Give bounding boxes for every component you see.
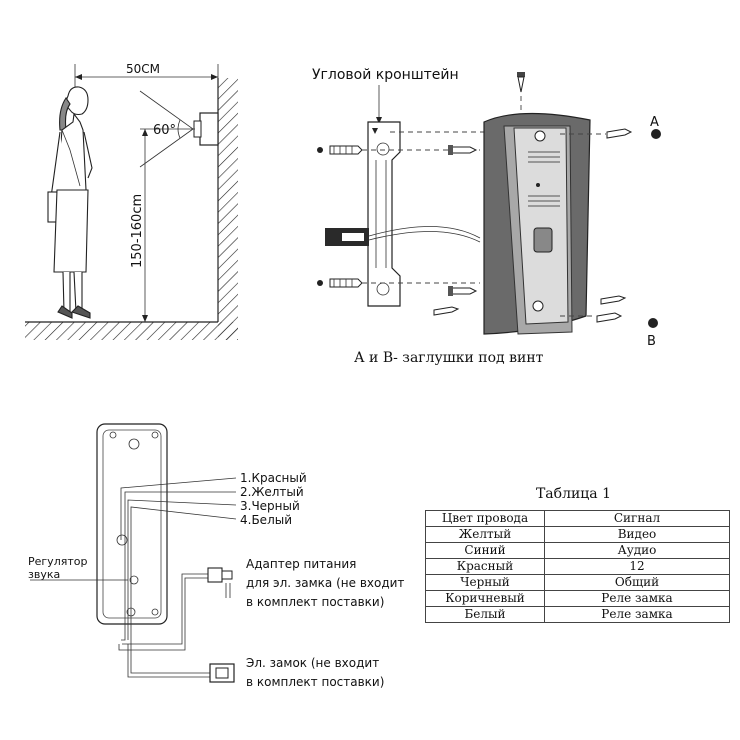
adapter-label-line2: для эл. замка (не входит <box>246 576 404 590</box>
table-row: Коричневый Реле замка <box>425 590 730 607</box>
angle-label: 60° <box>153 123 176 138</box>
signal-cell: Реле замка <box>544 590 730 607</box>
wire-color-cell: Черный <box>425 574 545 591</box>
signal-cell: Реле замка <box>544 606 730 623</box>
distance-label: 50СМ <box>126 62 160 76</box>
mounting-height-figure: 60° 50СМ 150-160cm <box>25 62 238 340</box>
screw-top <box>448 145 478 155</box>
volume-regulator <box>129 575 139 585</box>
screw-lower-left <box>433 306 460 316</box>
screw-bottom <box>448 286 478 296</box>
wire-label-3: 3.Черный <box>240 499 300 513</box>
electric-lock <box>127 644 235 683</box>
bracket-caption: А и В- заглушки под винт <box>354 350 544 366</box>
table-row: Белый Реле замка <box>425 606 730 623</box>
screw-vertical-top <box>517 72 525 93</box>
wall-anchor-bottom <box>317 278 363 288</box>
screw-right-mid <box>600 295 627 305</box>
plug-a <box>651 129 661 139</box>
adapter-label-line1: Адаптер питания <box>246 557 356 571</box>
table-row: Желтый Видео <box>425 526 730 543</box>
lock-label-line1: Эл. замок (не входит <box>246 656 379 670</box>
volume-label-line2: звука <box>28 568 60 581</box>
lock-label-line2: в комплект поставки) <box>246 675 384 689</box>
wire-bundle <box>120 477 237 644</box>
corner-bracket-figure: Угловой кронштейн <box>312 67 661 366</box>
wire-color-cell: Желтый <box>425 526 545 543</box>
adapter-label-line3: в комплект поставки) <box>246 595 384 609</box>
table-row: Синий Аудио <box>425 542 730 559</box>
camera-unit <box>193 112 219 146</box>
header-signal: Сигнал <box>544 510 730 527</box>
signal-cell: Видео <box>544 526 730 543</box>
header-wire-color: Цвет провода <box>425 510 545 527</box>
bracket-title: Угловой кронштейн <box>312 67 459 83</box>
height-label: 150-160cm <box>130 194 145 268</box>
wiring-figure: 1.Красный 2.Желтый 3.Черный 4.Белый Регу… <box>28 423 404 689</box>
wall-anchor-top <box>317 145 363 155</box>
floor <box>25 322 238 340</box>
wire-color-cell: Коричневый <box>425 590 545 607</box>
wire-color-cell: Белый <box>425 606 545 623</box>
wire-label-1: 1.Красный <box>240 471 307 485</box>
wire-color-cell: Красный <box>425 558 545 575</box>
wire-label-2: 2.Желтый <box>240 485 304 499</box>
call-panel-housing <box>483 112 591 335</box>
screw-right-top <box>606 128 633 139</box>
table-title: Таблица 1 <box>535 486 612 502</box>
wall <box>218 78 238 340</box>
wire-signal-table: Цвет провода Сигнал Желтый Видео Синий А… <box>425 510 730 623</box>
plug-a-label: A <box>650 115 659 130</box>
wire-color-cell: Синий <box>425 542 545 559</box>
plug-b <box>648 318 658 328</box>
wire-label-4: 4.Белый <box>240 513 292 527</box>
power-adapter <box>118 567 233 651</box>
signal-cell: 12 <box>544 558 730 575</box>
connector-cable <box>325 226 481 246</box>
signal-cell: Общий <box>544 574 730 591</box>
bracket-plate <box>367 121 401 307</box>
panel-back <box>96 423 168 625</box>
person-figure <box>47 86 93 319</box>
signal-cell: Аудио <box>544 542 730 559</box>
screw-right-bottom <box>596 312 623 323</box>
plug-b-label: B <box>647 334 656 349</box>
table-header-row: Цвет провода Сигнал <box>425 510 730 527</box>
table-row: Черный Общий <box>425 574 730 591</box>
volume-label-line1: Регулятор <box>28 555 87 568</box>
table-row: Красный 12 <box>425 558 730 575</box>
